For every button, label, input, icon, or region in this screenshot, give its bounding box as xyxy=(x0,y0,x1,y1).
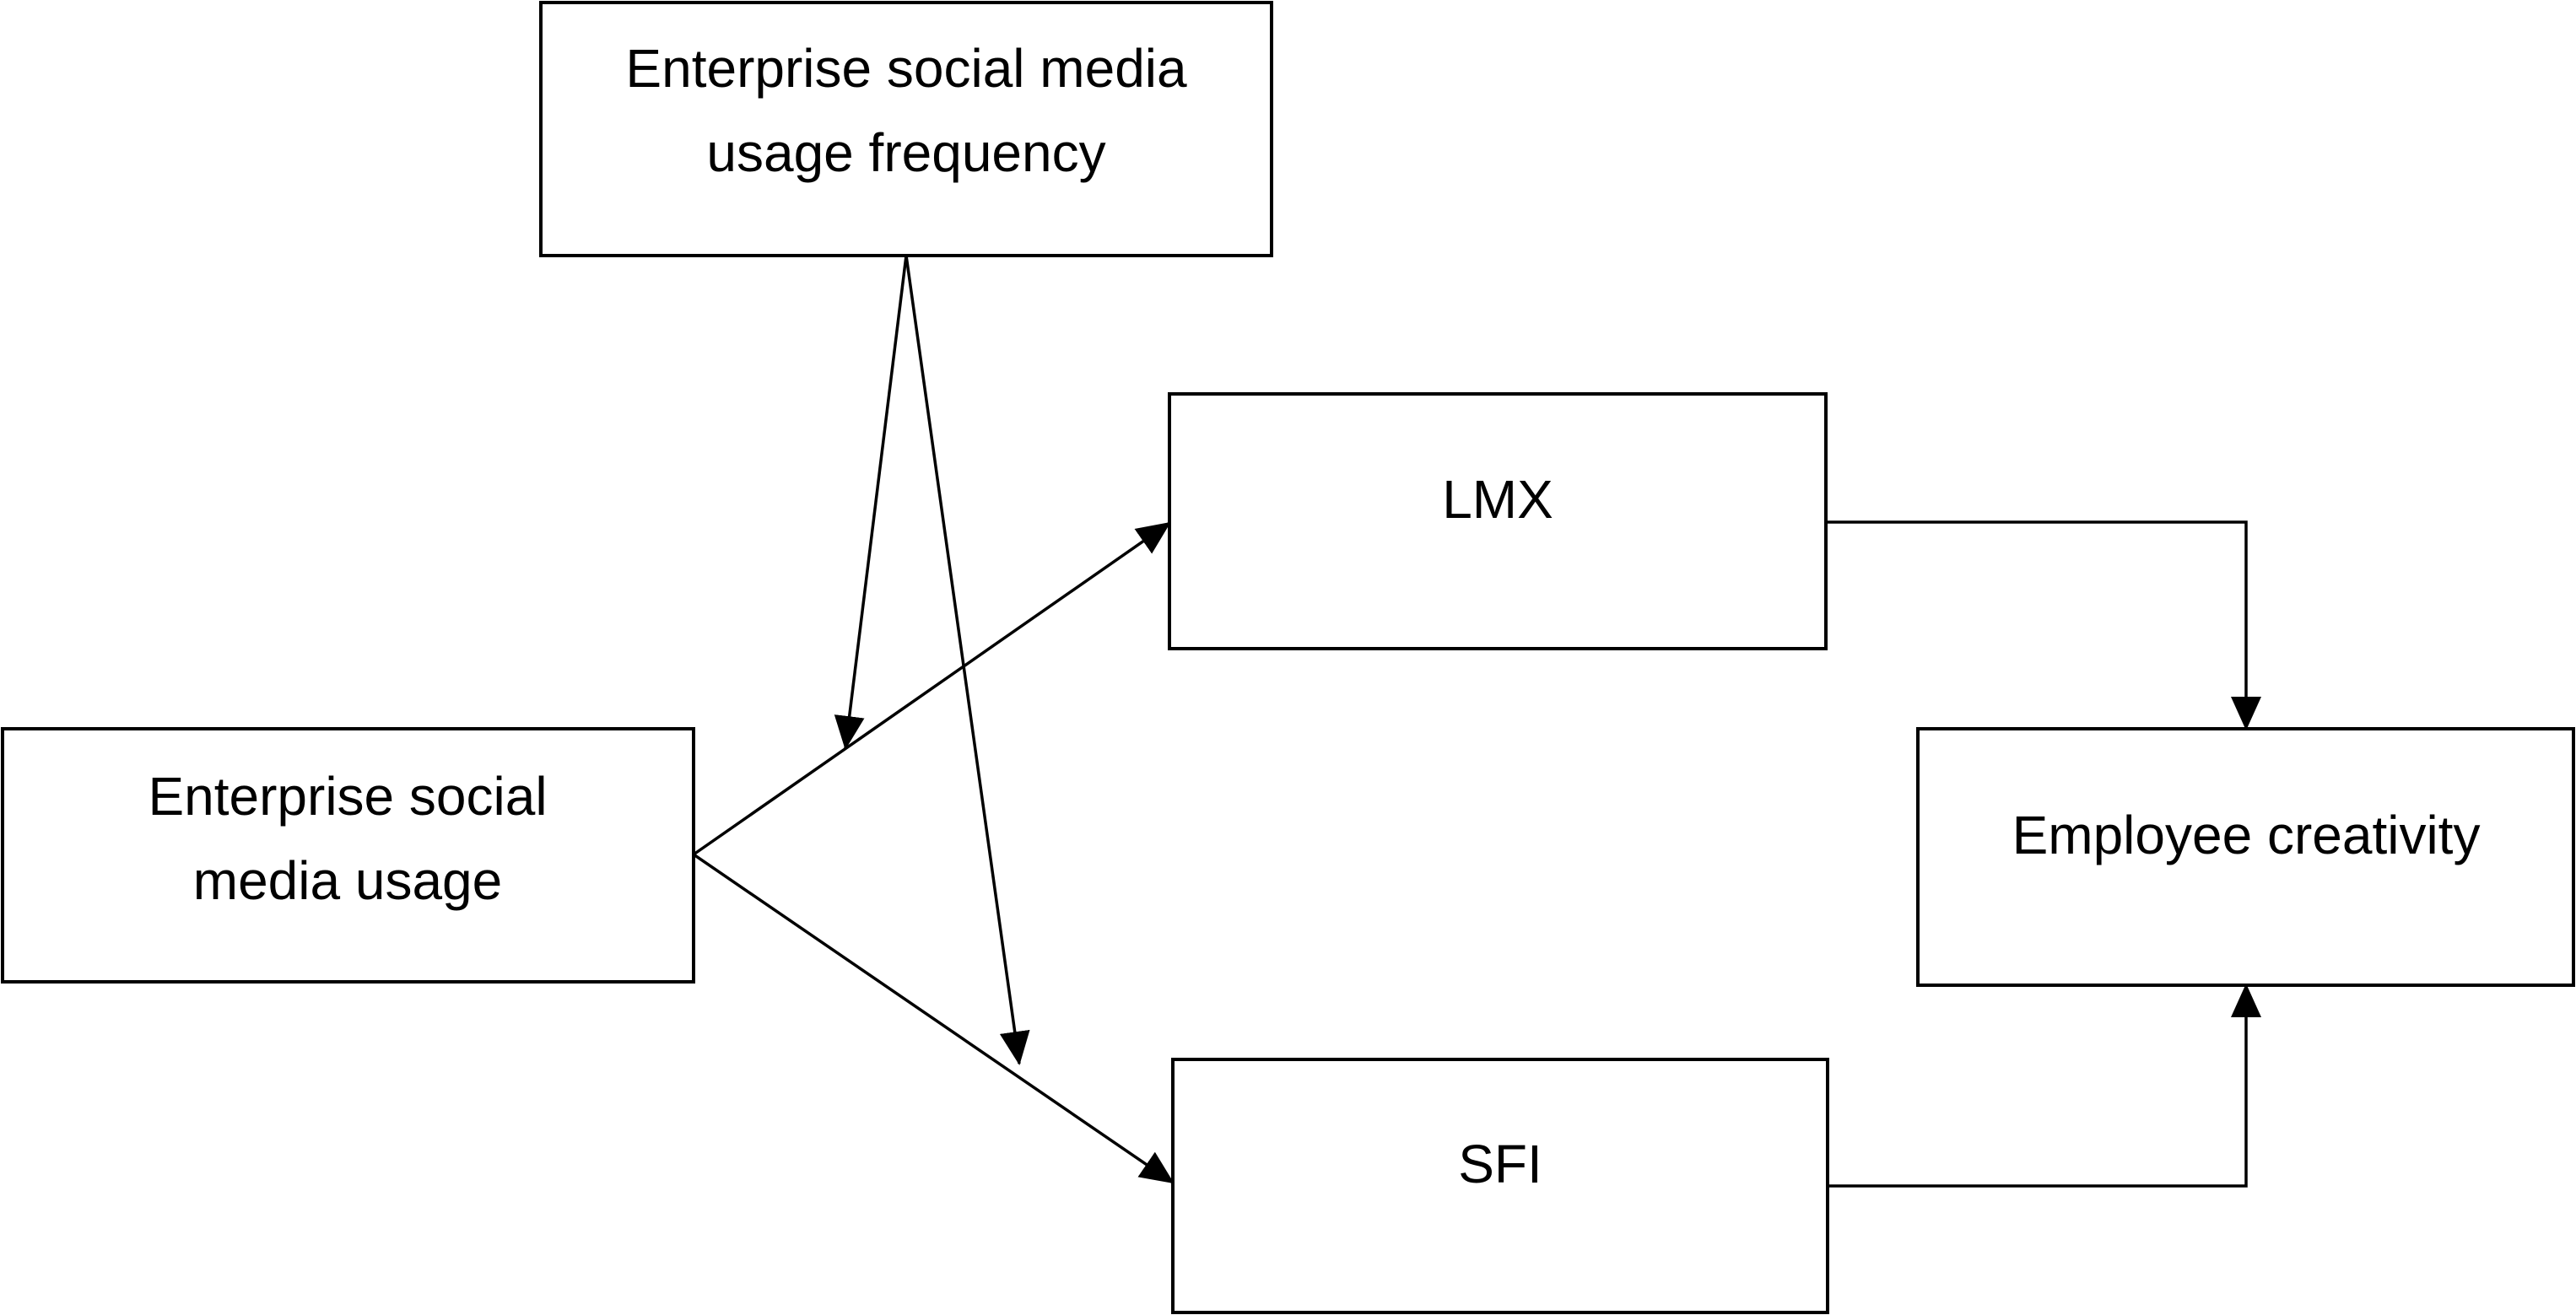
node-lmx: LMX xyxy=(1168,392,1828,650)
edge-usage-to-sfi xyxy=(693,853,1175,1184)
node-employee-creativity: Employee creativity xyxy=(1916,727,2575,987)
edge-sfi-to-creativity xyxy=(1828,984,2261,1188)
node-social-media-usage: Enterprise social media usage xyxy=(1,727,695,984)
node-usage-frequency-line-2: usage frequency xyxy=(706,122,1105,183)
node-usage-frequency: Enterprise social media usage frequency xyxy=(539,1,1273,257)
node-social-media-usage-line-2: media usage xyxy=(193,850,502,911)
edge-usage-to-lmx xyxy=(692,521,1171,856)
node-sfi-label: SFI xyxy=(1458,1134,1542,1194)
node-employee-creativity-label: Employee creativity xyxy=(2012,805,2481,865)
node-social-media-usage-line-1: Enterprise social xyxy=(148,766,547,827)
node-sfi: SFI xyxy=(1171,1058,1829,1314)
edge-lmx-to-creativity xyxy=(1826,520,2261,730)
node-usage-frequency-line-1: Enterprise social media xyxy=(625,38,1187,99)
moderation-edge-to-lmx-path xyxy=(834,255,908,750)
node-lmx-label: LMX xyxy=(1442,469,1553,530)
moderation-edge-to-sfi-path xyxy=(905,255,1030,1065)
